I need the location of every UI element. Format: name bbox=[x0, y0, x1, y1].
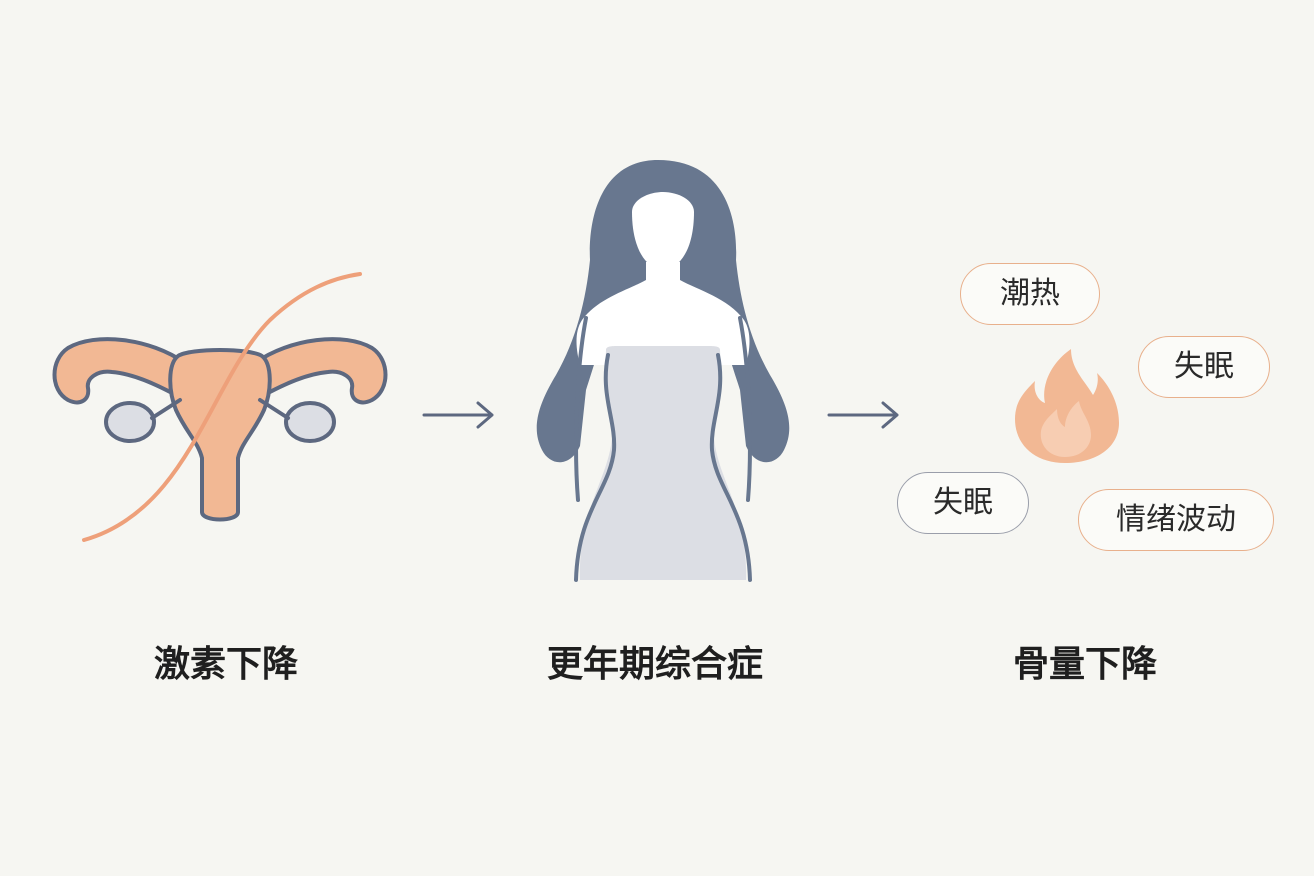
uterus-icon bbox=[52, 272, 388, 542]
symptom-pill: 情绪波动 bbox=[1078, 489, 1274, 551]
flame-icon bbox=[1015, 349, 1119, 463]
woman-silhouette-icon bbox=[536, 160, 790, 582]
caption-bone-loss: 骨量下降 bbox=[1012, 644, 1157, 685]
symptom-pill: 失眠 bbox=[1138, 336, 1270, 398]
caption-hormone-decline: 激素下降 bbox=[153, 644, 298, 685]
arrow-right-icon bbox=[827, 401, 899, 429]
caption-menopause-syndrome: 更年期综合症 bbox=[546, 644, 763, 685]
arrow-right-icon bbox=[422, 401, 494, 429]
symptom-pill: 失眠 bbox=[897, 472, 1029, 534]
symptom-pill: 潮热 bbox=[960, 263, 1100, 325]
